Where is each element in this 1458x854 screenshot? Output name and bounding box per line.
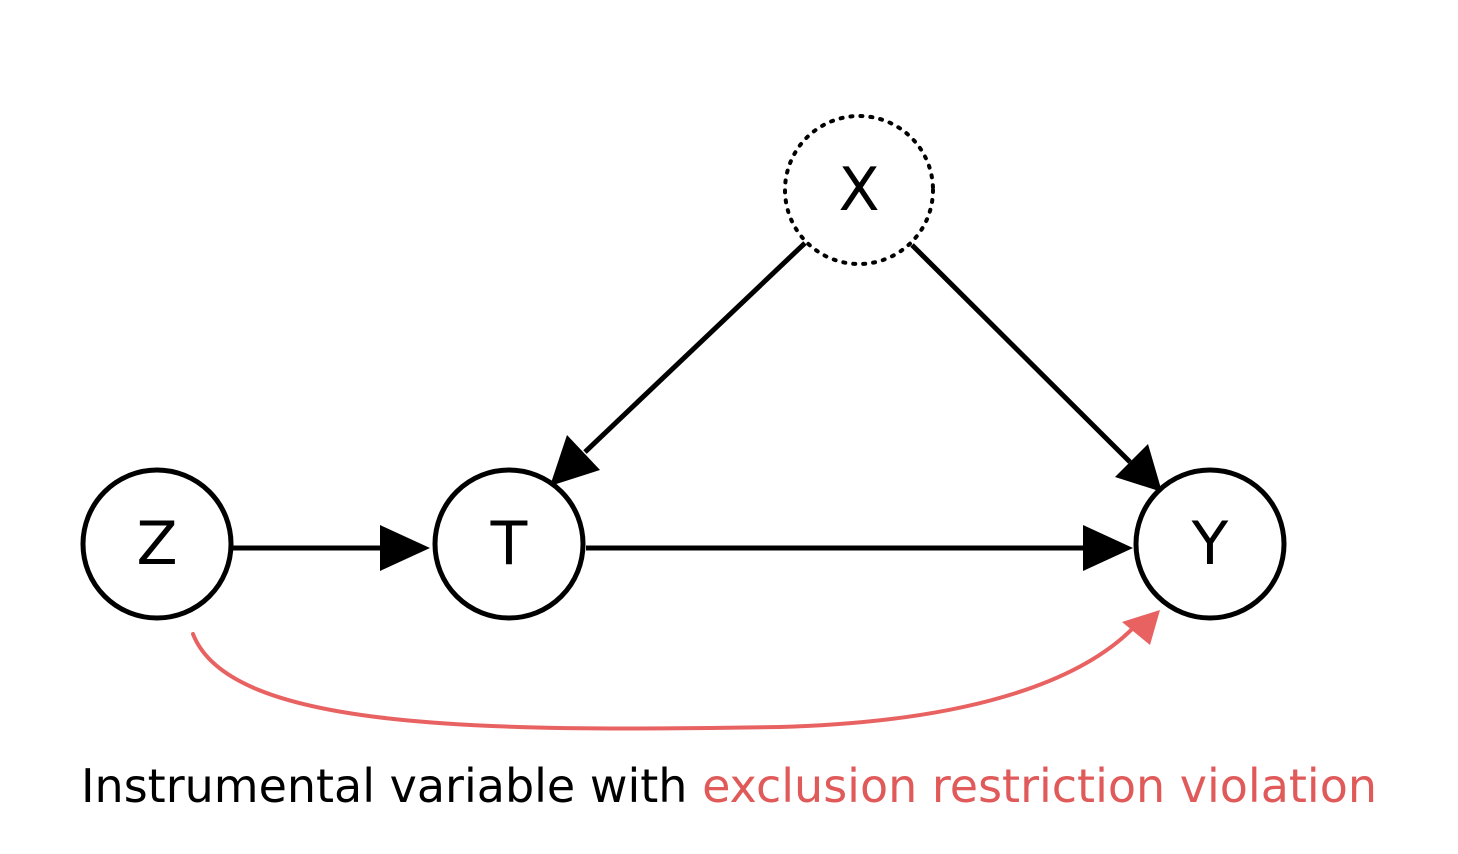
caption-highlight: exclusion restriction violation: [702, 759, 1378, 813]
node-z-label: Z: [136, 509, 177, 579]
edge-x-to-y: [910, 243, 1132, 464]
edge-x-to-t-arrowhead: [550, 435, 600, 486]
node-z-circle: [80, 467, 234, 621]
node-y: Y: [1133, 467, 1287, 621]
node-y-circle: [1133, 467, 1287, 621]
node-y-label: Y: [1191, 509, 1229, 579]
node-x-label: X: [838, 155, 879, 225]
edge-x-to-t: [583, 241, 807, 454]
node-x: X: [783, 114, 935, 266]
node-t-circle: [432, 467, 586, 621]
edge-z-to-t-arrowhead: [380, 525, 430, 571]
node-z: Z: [80, 467, 234, 621]
edge-t-to-y-arrowhead: [1083, 525, 1133, 571]
node-t: T: [432, 467, 586, 621]
exclusion-violation-edge: [191, 622, 1139, 731]
edge-x-to-y-arrowhead: [1115, 444, 1162, 492]
exclusion-violation-arrowhead: [1122, 610, 1160, 645]
node-x-circle: [783, 114, 935, 266]
node-t-label: T: [490, 509, 528, 579]
caption-prefix: Instrumental variable with: [80, 759, 703, 813]
diagram-caption: Instrumental variable with exclusion res…: [0, 756, 1458, 816]
